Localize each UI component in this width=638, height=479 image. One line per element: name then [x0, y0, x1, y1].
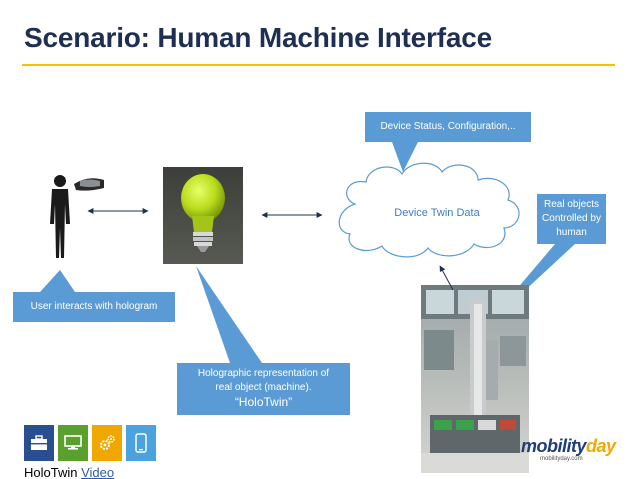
mobile-phone-icon	[126, 425, 156, 461]
arrow-machine-cloud	[439, 265, 454, 291]
holographic-line-2: real object (machine).	[215, 382, 312, 393]
real-objects-line-3: human	[556, 227, 587, 238]
device-status-callout: Device Status, Configuration,..	[365, 112, 531, 142]
user-callout-pointer	[40, 270, 75, 292]
device-twin-cloud	[338, 162, 520, 258]
slide-title: Scenario: Human Machine Interface	[24, 22, 492, 53]
holographic-callout: Holographic representation of real objec…	[177, 363, 350, 415]
device-status-text: Device Status, Configuration,..	[380, 121, 516, 132]
gears-icon	[92, 425, 122, 461]
human-silhouette-icon	[50, 175, 70, 258]
real-objects-callout: Real objects Controlled by human	[537, 194, 606, 244]
monitor-icon	[58, 425, 88, 461]
user-interacts-callout: User interacts with hologram	[13, 292, 175, 322]
cloud-label: Device Twin Data	[394, 207, 480, 219]
holographic-callout-pointer	[196, 266, 262, 363]
footer-label: HoloTwin	[24, 465, 78, 479]
headset-icon	[74, 178, 104, 191]
footer-caption: HoloTwin Video	[24, 465, 114, 479]
mobilityday-logo: mobilityday	[521, 436, 616, 457]
real-objects-line-2: Controlled by	[542, 213, 601, 224]
brand-text-accent: day	[586, 436, 616, 456]
device-status-pointer	[392, 142, 418, 172]
lab-machine-photo	[421, 285, 529, 473]
brand-text-dark: mobility	[521, 436, 587, 456]
brand-url: mobilityday.com	[540, 456, 583, 462]
real-objects-line-1: Real objects	[543, 199, 600, 210]
briefcase-icon	[24, 425, 54, 461]
holographic-line-1: Holographic representation of	[197, 368, 330, 379]
video-link[interactable]: Video	[81, 465, 115, 479]
user-interacts-text: User interacts with hologram	[30, 301, 158, 312]
title-underline	[22, 64, 615, 66]
holographic-line-3: “HoloTwin”	[234, 395, 293, 409]
hologram-bulb-image	[163, 167, 243, 264]
